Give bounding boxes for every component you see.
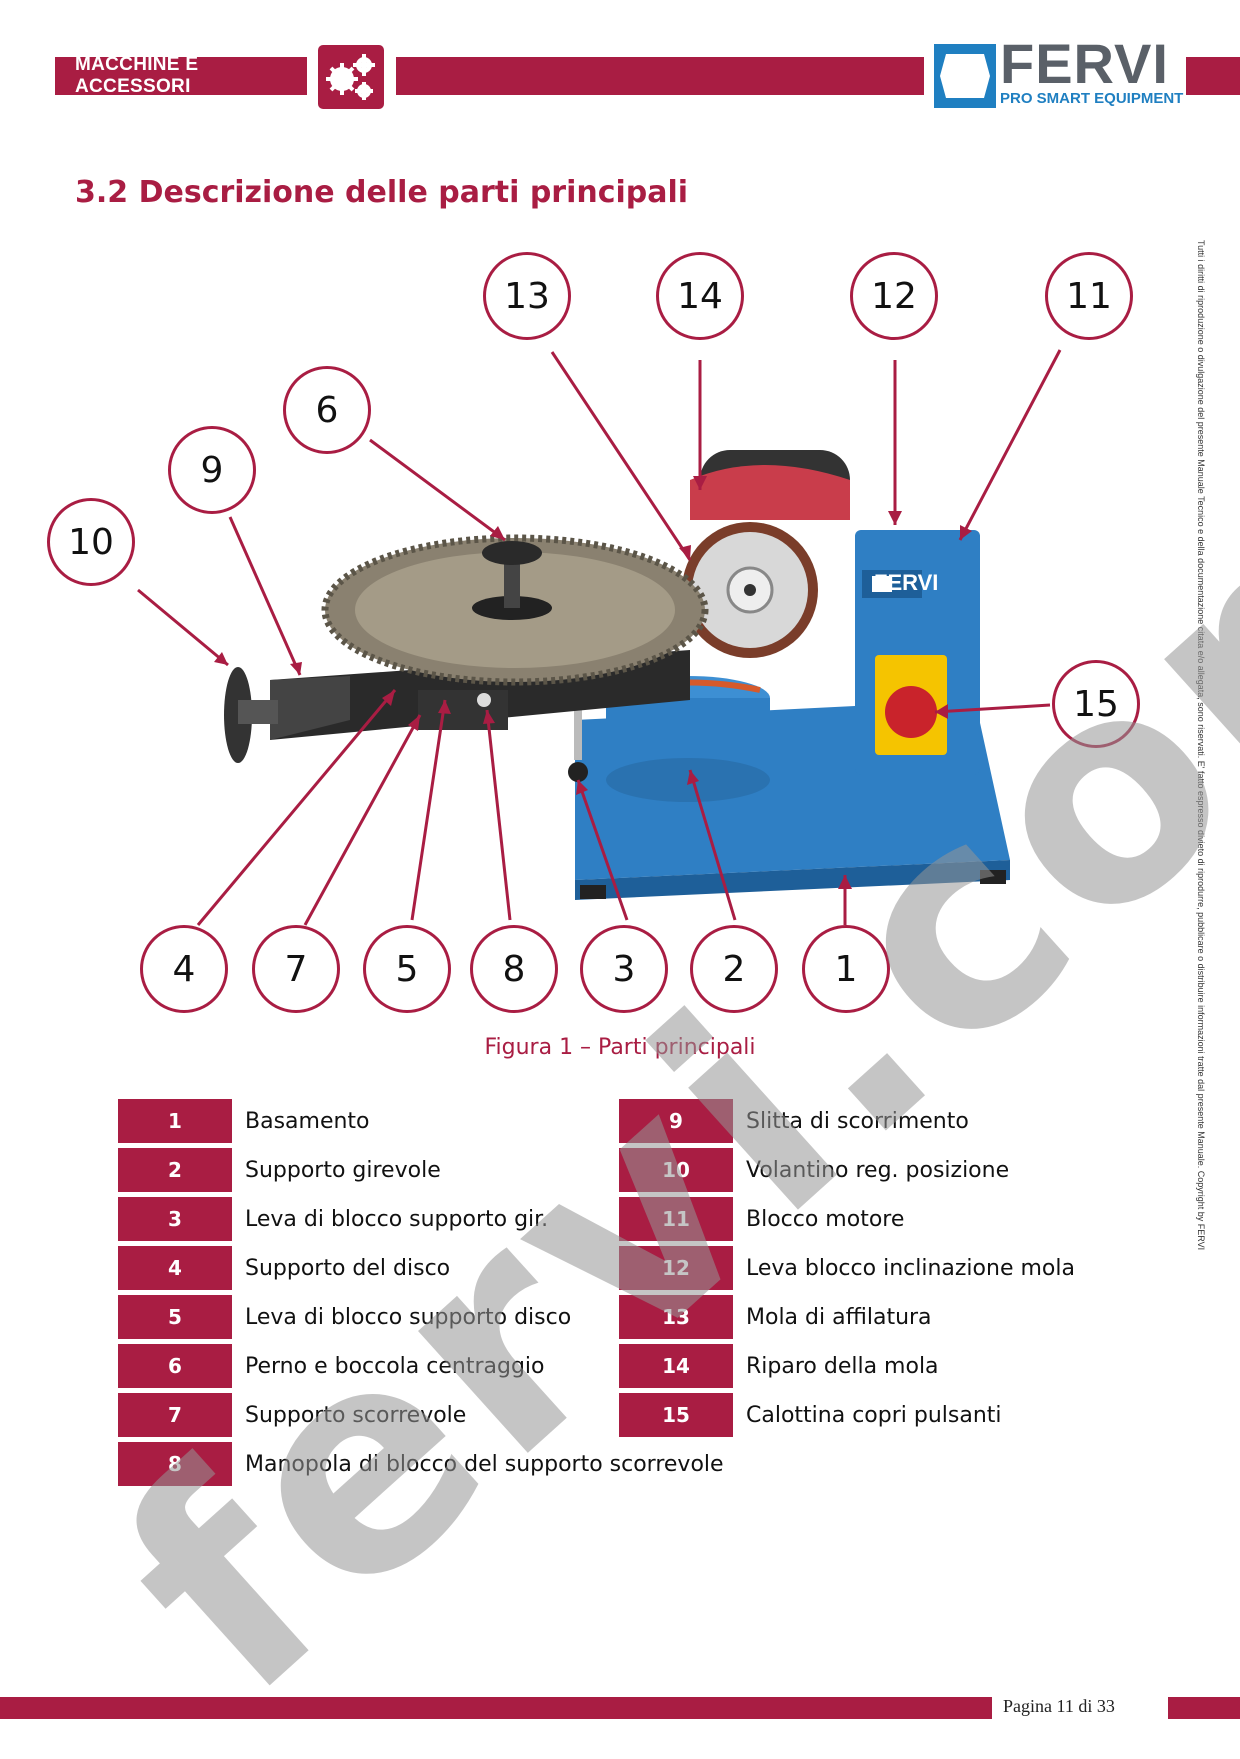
part-label: Perno e boccola centraggio (245, 1353, 545, 1379)
part-number: 11 (619, 1197, 733, 1241)
part-label: Leva blocco inclinazione mola (746, 1255, 1075, 1281)
callout-13: 13 (483, 252, 571, 340)
figure-caption: Figura 1 – Parti principali (484, 1035, 756, 1060)
header-band-end (1186, 57, 1240, 95)
part-label: Slitta di scorrimento (746, 1108, 969, 1134)
part-label: Blocco motore (746, 1206, 905, 1232)
footer-band (0, 1697, 992, 1719)
table-row: 9 Slitta di scorrimento (619, 1099, 969, 1143)
brand-tagline: PRO SMART EQUIPMENT (1000, 90, 1184, 107)
callout-11: 11 (1045, 252, 1133, 340)
brand-name: FERVI (1000, 32, 1169, 95)
part-label: Volantino reg. posizione (746, 1157, 1010, 1183)
callout-9: 9 (168, 426, 256, 514)
part-number: 9 (619, 1099, 733, 1143)
brand-logo (932, 40, 1182, 112)
part-number: 8 (118, 1442, 232, 1486)
table-row: 13 Mola di affilatura (619, 1295, 932, 1339)
part-number: 2 (118, 1148, 232, 1192)
callout-10: 10 (47, 498, 135, 586)
table-row: 8 Manopola di blocco del supporto scorre… (118, 1442, 724, 1486)
section-label: MACCHINE E ACCESSORI (55, 54, 307, 97)
part-number: 14 (619, 1344, 733, 1388)
table-row: 4 Supporto del disco (118, 1246, 450, 1290)
callout-12: 12 (850, 252, 938, 340)
callout-1: 1 (802, 925, 890, 1013)
table-row: 15 Calottina copri pulsanti (619, 1393, 1002, 1437)
table-row: 10 Volantino reg. posizione (619, 1148, 1009, 1192)
part-number: 15 (619, 1393, 733, 1437)
callout-2: 2 (690, 925, 778, 1013)
table-row: 3 Leva di blocco supporto gir. (118, 1197, 548, 1241)
part-label: Mola di affilatura (746, 1304, 932, 1330)
part-number: 10 (619, 1148, 733, 1192)
part-label: Leva di blocco supporto gir. (245, 1206, 549, 1232)
callout-7: 7 (252, 925, 340, 1013)
table-row: 1 Basamento (118, 1099, 370, 1143)
part-label: Riparo della mola (746, 1353, 939, 1379)
part-number: 5 (118, 1295, 232, 1339)
part-label: Manopola di blocco del supporto scorrevo… (245, 1451, 724, 1477)
footer-band-end (1168, 1697, 1240, 1719)
callout-4: 4 (140, 925, 228, 1013)
machine-illustration: FERVI (137, 349, 1062, 926)
table-row: 14 Riparo della mola (619, 1344, 939, 1388)
gears-icon (318, 45, 384, 109)
part-label: Basamento (245, 1108, 370, 1134)
part-number: 7 (118, 1393, 232, 1437)
callout-5: 5 (363, 925, 451, 1013)
machine-figure: FERVI (0, 230, 1240, 1030)
part-label: Supporto scorrevole (245, 1402, 467, 1428)
table-row: 7 Supporto scorrevole (118, 1393, 466, 1437)
page-title: 3.2 Descrizione delle parti principali (75, 175, 689, 210)
table-row: 5 Leva di blocco supporto disco (118, 1295, 571, 1339)
callout-8: 8 (470, 925, 558, 1013)
part-number: 3 (118, 1197, 232, 1241)
page-number: Pagina 11 di 33 (1003, 1696, 1115, 1716)
table-row: 12 Leva blocco inclinazione mola (619, 1246, 1075, 1290)
callout-6: 6 (283, 366, 371, 454)
part-label: Supporto girevole (245, 1157, 441, 1183)
part-label: Calottina copri pulsanti (746, 1402, 1002, 1428)
part-number: 6 (118, 1344, 232, 1388)
part-number: 1 (118, 1099, 232, 1143)
callout-14: 14 (656, 252, 744, 340)
header-band (396, 57, 924, 95)
machine-badge: FERVI (874, 570, 938, 595)
part-number: 4 (118, 1246, 232, 1290)
part-label: Leva di blocco supporto disco (245, 1304, 572, 1330)
part-number: 13 (619, 1295, 733, 1339)
copyright-note: Tutti i diritti di riproduzione o divulg… (1196, 240, 1206, 1251)
table-row: 2 Supporto girevole (118, 1148, 441, 1192)
part-label: Supporto del disco (245, 1255, 451, 1281)
callout-3: 3 (580, 925, 668, 1013)
table-row: 6 Perno e boccola centraggio (118, 1344, 545, 1388)
callout-15: 15 (1052, 660, 1140, 748)
table-row: 11 Blocco motore (619, 1197, 904, 1241)
part-number: 12 (619, 1246, 733, 1290)
